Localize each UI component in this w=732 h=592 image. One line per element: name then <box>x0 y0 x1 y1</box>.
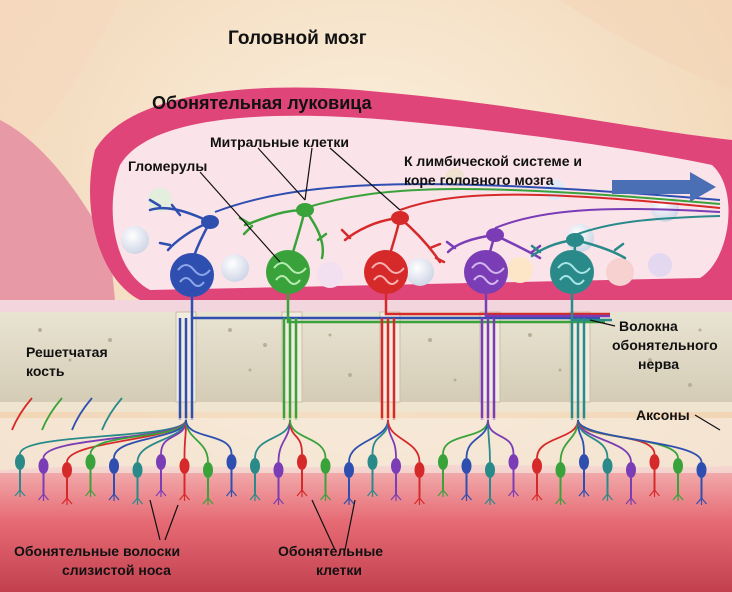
bone-top-membrane <box>0 300 732 312</box>
receptor-cell <box>156 454 166 470</box>
receptor-cell <box>626 462 636 478</box>
receptor-cell <box>344 462 354 478</box>
bone-bottom-membrane <box>0 402 732 412</box>
receptor-cell <box>180 458 190 474</box>
label-cribriform-line-1: Решетчатая <box>26 344 108 360</box>
label-cribriform-line-2: кость <box>26 363 65 379</box>
receptor-cell <box>438 454 448 470</box>
receptor-cell <box>391 458 401 474</box>
receptor-cell <box>15 454 25 470</box>
receptor-cell <box>227 454 237 470</box>
glomerulus-teal <box>550 250 594 294</box>
receptor-cell <box>250 458 260 474</box>
receptor-cell <box>603 458 613 474</box>
label-olfactory-bulb: Обонятельная луковица <box>152 93 373 113</box>
receptor-cell <box>274 462 284 478</box>
receptor-cell <box>368 454 378 470</box>
receptor-cell <box>462 458 472 474</box>
label-brain: Головной мозг <box>228 28 367 49</box>
label-nerve-fibers-line-2: обонятельного <box>612 337 718 353</box>
receptor-cell <box>579 454 589 470</box>
label-hairs-line-1: Обонятельные волоски <box>14 543 180 559</box>
receptor-cell <box>673 458 683 474</box>
glomerulus-green <box>266 250 310 294</box>
label-nerve-fibers-line-3: нерва <box>638 356 679 372</box>
receptor-cell <box>650 454 660 470</box>
receptor-cell <box>109 458 119 474</box>
glomerulus-red <box>364 250 408 294</box>
label-axons: Аксоны <box>636 407 690 423</box>
receptor-cell <box>485 462 495 478</box>
label-hairs-line-2: слизистой носа <box>62 562 171 578</box>
receptor-cell <box>415 462 425 478</box>
receptor-cell <box>62 462 72 478</box>
label-mitral-cells: Митральные клетки <box>210 134 349 150</box>
receptor-cell <box>532 458 542 474</box>
receptor-cell <box>509 454 519 470</box>
label-limbic-line-2: коре головного мозга <box>404 172 554 188</box>
label-glomeruli: Гломерулы <box>128 158 207 174</box>
label-olfactory-cells-line-1: Обонятельные <box>278 543 383 559</box>
receptor-cell <box>203 462 213 478</box>
receptor-cell <box>297 454 307 470</box>
receptor-cell <box>556 462 566 478</box>
label-olfactory-cells-line-2: клетки <box>316 562 362 578</box>
receptor-cell <box>697 462 707 478</box>
receptor-cell <box>86 454 96 470</box>
receptor-cell <box>39 458 49 474</box>
receptor-cell <box>133 462 143 478</box>
label-limbic-line-1: К лимбической системе и <box>404 153 582 169</box>
glomerulus-blue <box>170 253 214 297</box>
label-nerve-fibers-line-1: Волокна <box>619 318 678 334</box>
receptor-cell <box>321 458 331 474</box>
glomerulus-purple <box>464 250 508 294</box>
